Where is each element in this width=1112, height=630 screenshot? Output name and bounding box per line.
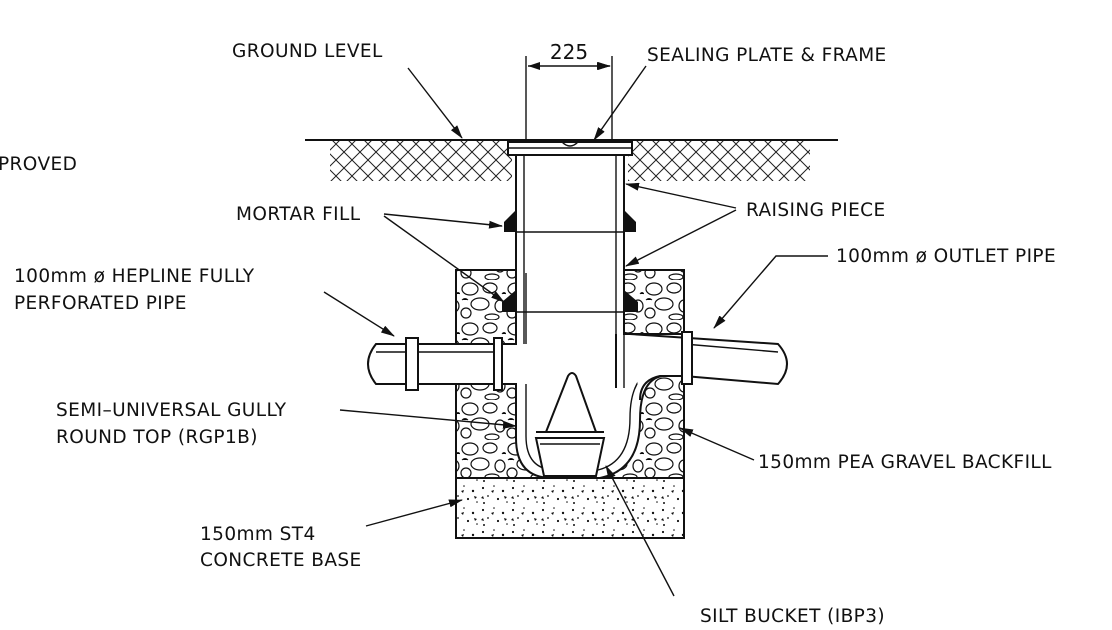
leader-ground-level [407,67,463,139]
leader-concrete [365,499,463,527]
label-sealing-plate: SEALING PLATE & FRAME [647,45,887,66]
label-concrete-line1: 150mm ST4 [200,524,316,545]
label-mortar-fill: MORTAR FILL [236,204,361,225]
mortar-fill-lower-left [502,290,516,312]
mortar-fill-upper-right [624,210,636,232]
leader-hepline [323,291,395,337]
leader-outlet-pipe [713,255,828,329]
label-approved-partial: PROVED [0,154,77,175]
label-pea-gravel: 150mm PEA GRAVEL BACKFILL [758,452,1052,473]
label-gully-line1: SEMI–UNIVERSAL GULLY [56,400,287,421]
label-hepline-line1: 100mm ø HEPLINE FULLY [14,266,255,287]
label-hepline-line2: PERFORATED PIPE [14,293,187,314]
label-silt-bucket: SILT BUCKET (IBP3) [700,606,885,627]
label-raising-piece: RAISING PIECE [746,200,886,221]
mortar-fill-lower-right [624,290,638,312]
leader-mortar-lower [383,215,505,303]
label-ground-level: GROUND LEVEL [232,41,383,62]
leader-sealing-plate [593,65,647,141]
leader-gully [339,409,517,429]
dimension-225: 225 [550,40,588,64]
label-concrete-line2: CONCRETE BASE [200,550,362,571]
label-outlet-pipe: 100mm ø OUTLET PIPE [836,246,1056,267]
raising-piece [516,153,624,273]
leader-silt-bucket [605,465,675,597]
leader-raising-upper [625,182,737,209]
silt-bucket [534,437,606,477]
silt-bucket-cone [544,372,598,433]
label-gully-line2: ROUND TOP (RGP1B) [56,427,258,448]
leader-raising-lower [625,209,737,267]
leader-mortar-upper [383,213,503,229]
outlet-pipe [629,333,788,401]
gully-body [499,269,685,479]
inlet-pipe [367,343,501,385]
earth-left [330,141,512,181]
mortar-fill-upper-left [504,210,516,232]
earth-right [628,141,810,181]
concrete-base [455,477,685,539]
leader-pea-gravel [679,427,755,461]
